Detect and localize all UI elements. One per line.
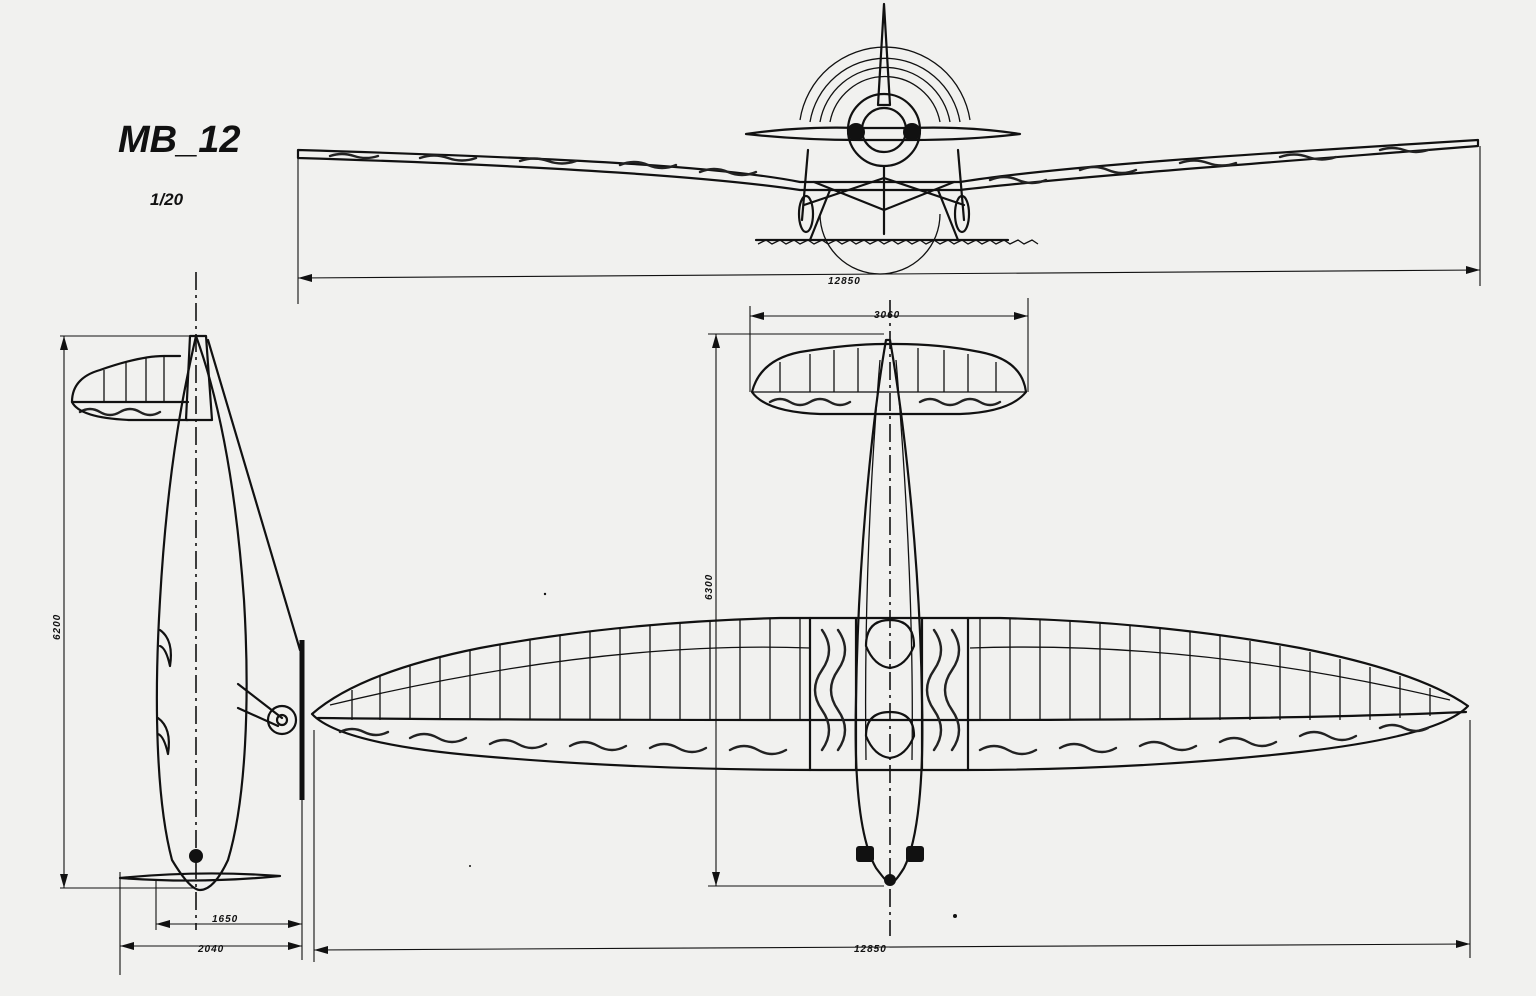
plan-view-fuselage <box>854 338 924 886</box>
plan-view-window-rear <box>864 710 916 760</box>
plan-view-tailplane <box>750 342 1028 416</box>
front-view-wing-grain <box>328 146 1430 185</box>
side-view-length-dimension <box>60 335 196 889</box>
plan-view-cylinder-left <box>856 846 874 862</box>
plan-view-wing-ribs <box>351 618 1431 720</box>
front-view-fin <box>876 2 892 107</box>
plan-view-tail-span-label: 3060 <box>874 310 900 321</box>
side-view-wing-stub <box>118 872 282 882</box>
side-view-dim-1 <box>155 800 303 960</box>
plan-view-length-label: 6300 <box>704 574 715 600</box>
front-view-wheel-right <box>953 194 971 234</box>
side-view-fin <box>184 334 214 422</box>
side-view-wheel <box>266 704 298 736</box>
side-view-tail-lower <box>70 400 190 422</box>
plan-view-center-section <box>808 616 970 772</box>
plan-view-wing-rib-line <box>329 646 1451 706</box>
plan-view-tail-grain <box>768 397 1002 407</box>
plan-view-window-front <box>864 618 916 670</box>
front-view-ground <box>754 238 1039 245</box>
plan-view-spinner <box>884 874 896 886</box>
plan-view-span-dimension <box>313 720 1471 962</box>
front-view-struts <box>800 148 966 242</box>
speck <box>469 865 471 867</box>
plan-view-tail-span-dimension <box>749 298 1029 392</box>
side-view-tail-grain <box>78 407 162 417</box>
front-view-cylinder-right <box>903 123 921 141</box>
front-view-spinner <box>860 106 908 154</box>
front-view-span-dimension <box>297 146 1481 304</box>
side-view-tailplane-ribs <box>103 356 165 402</box>
plan-view-wing-grain <box>338 723 1430 756</box>
side-view-dim-2-label: 2040 <box>197 944 224 955</box>
side-view-dim-2 <box>119 872 302 975</box>
side-view-length-label: 6200 <box>52 614 63 640</box>
front-view-wheel-left <box>797 194 815 234</box>
front-view-tailplane <box>744 126 1022 142</box>
plan-view: 3060 6300 12850 <box>310 298 1471 962</box>
side-view-fuselage <box>155 334 248 892</box>
side-view-window-2 <box>156 716 170 756</box>
plan-view-span-label: 12850 <box>854 944 887 955</box>
plan-view-tailplane-ribs <box>752 348 1026 393</box>
speck <box>953 914 957 918</box>
side-view-struts <box>206 338 302 728</box>
side-view: 6200 1650 2040 <box>52 272 305 975</box>
drawing-title: MB_12 <box>118 119 241 161</box>
front-view: 12850 <box>296 2 1481 304</box>
side-view-engine <box>189 849 203 863</box>
side-view-window-1 <box>158 628 172 668</box>
front-view-cylinder-left <box>847 123 865 141</box>
plan-view-cylinder-right <box>906 846 924 862</box>
side-view-dim-1-label: 1650 <box>212 914 238 925</box>
front-view-span-label: 12850 <box>828 276 861 287</box>
side-view-wheel-hub <box>275 713 289 727</box>
side-view-tailplane <box>70 354 190 404</box>
plan-view-fuselage-stringers <box>864 359 913 761</box>
speck <box>543 592 547 596</box>
plan-view-wing-spar <box>316 710 1468 722</box>
plan-view-wing <box>310 616 1470 772</box>
plan-view-length-dimension <box>708 333 884 887</box>
scale-label: 1/20 <box>150 190 184 209</box>
